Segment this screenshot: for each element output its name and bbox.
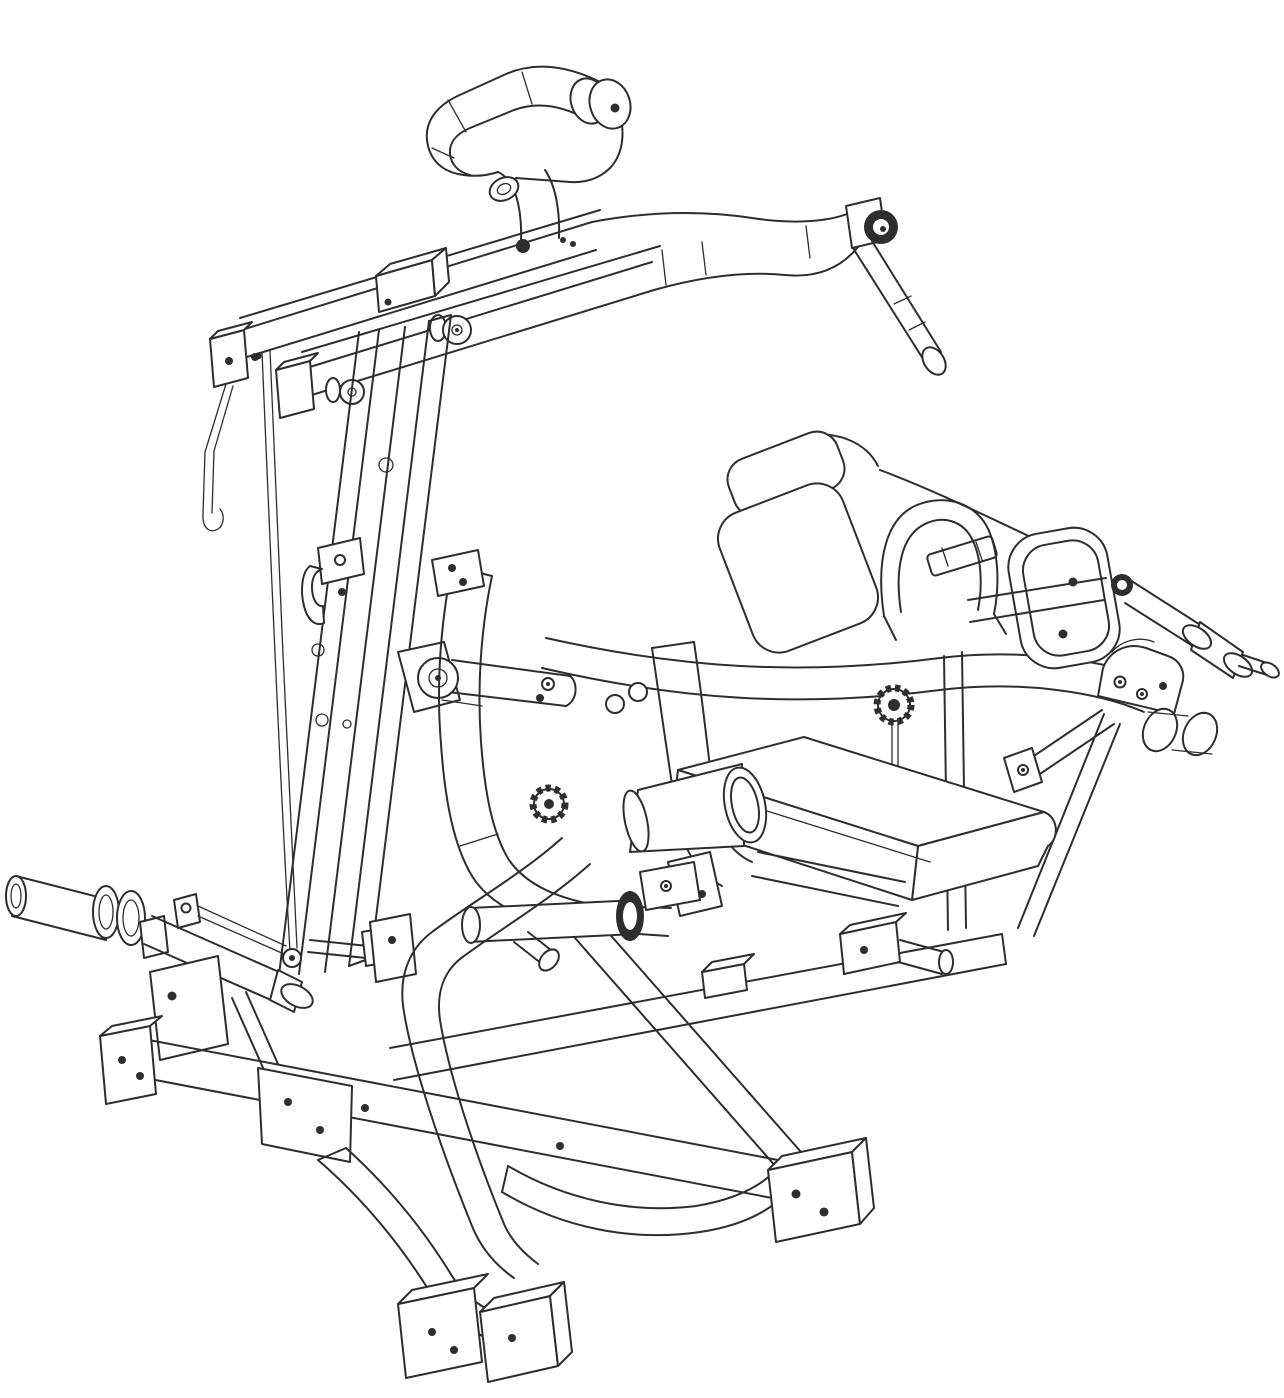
pullup-handle <box>425 65 632 253</box>
mast-base-plate <box>369 913 417 983</box>
mast <box>278 314 452 976</box>
mast-latch-hook <box>301 565 325 625</box>
lat-arm <box>591 197 947 376</box>
hanger-rod <box>202 383 234 532</box>
seat <box>622 736 1057 907</box>
leg-roller-2 <box>1181 711 1219 757</box>
preacher-pad <box>1021 539 1111 657</box>
back-pad <box>717 482 879 654</box>
base <box>99 837 1007 1383</box>
left-foot <box>99 1025 157 1105</box>
leg-roller <box>1141 707 1179 753</box>
carriage <box>431 549 672 937</box>
bench-pivot-bracket <box>1097 645 1185 715</box>
lat-grip-cap <box>921 346 947 376</box>
boom-left-cap-2 <box>275 360 315 419</box>
weight-horn <box>5 875 389 1071</box>
seat-pad-front <box>911 811 1057 901</box>
cable <box>251 349 302 968</box>
base-gusset <box>257 1067 353 1163</box>
top-boom <box>209 209 661 419</box>
horn-pivot-plate <box>149 955 229 1061</box>
carriage-top-bracket <box>431 549 485 597</box>
handle-end-cap <box>588 78 632 130</box>
horn-collar-2 <box>116 890 146 946</box>
lever-arm <box>397 641 577 713</box>
horn-collar <box>92 885 120 939</box>
bench <box>541 430 1280 937</box>
